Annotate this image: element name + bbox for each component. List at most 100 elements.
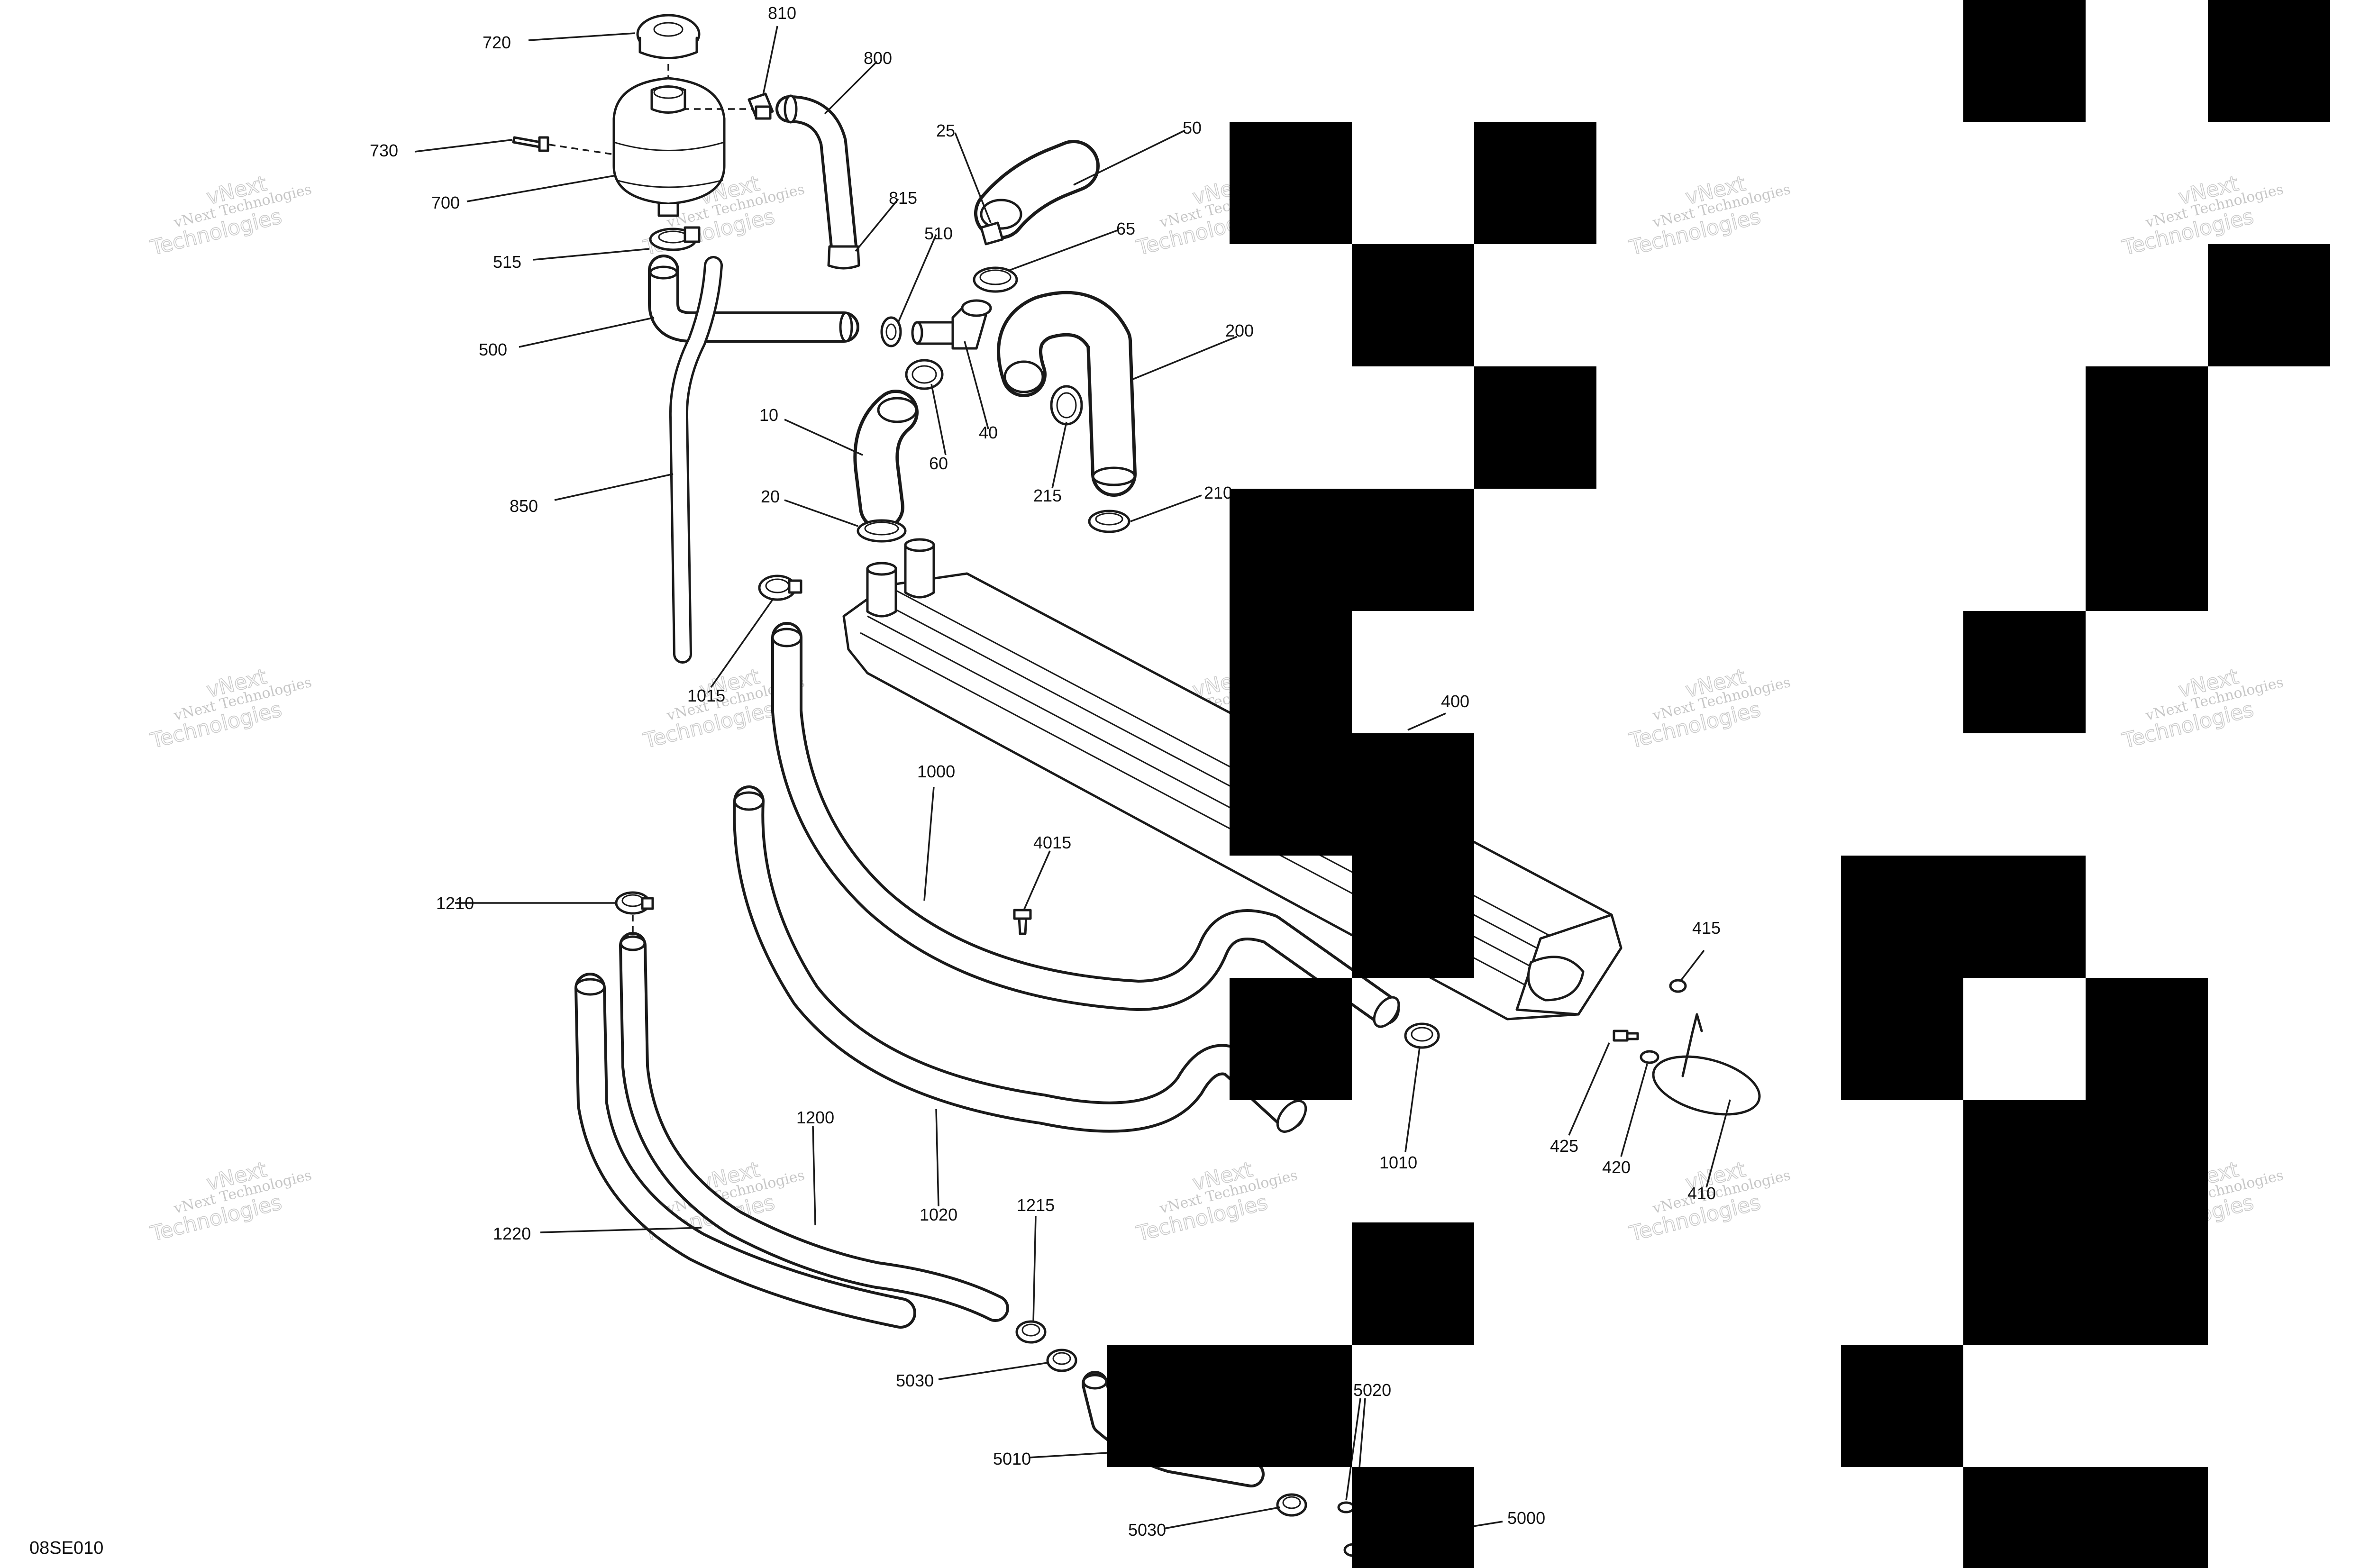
callout-5030-lower: 5030 [1128,1520,1166,1540]
callout-415: 415 [1692,918,1721,938]
redaction-block [1230,611,1352,856]
hose-1000 [771,622,1400,1028]
callout-1020: 1020 [920,1205,957,1224]
hose-clamp-210 [1088,510,1130,533]
callout-510: 510 [924,224,953,243]
callout-40: 40 [979,423,998,442]
callout-1015: 1015 [687,686,725,705]
redaction-block [1963,611,2086,733]
redaction-block [1841,856,2086,978]
callout-850: 850 [510,496,538,516]
callout-1210: 1210 [436,893,474,913]
redaction-block [1352,1222,1474,1345]
callout-815: 815 [889,188,917,208]
callout-20: 20 [761,487,780,506]
callout-5020: 5020 [1353,1380,1391,1400]
callout-210: 210 [1204,483,1232,502]
hose-clamp-1210 [615,891,654,915]
hose-clamp-1015 [758,574,802,601]
callout-215: 215 [1033,486,1062,505]
hose-50 [974,140,1100,239]
hose-clamp-60 [905,359,944,390]
redaction-block [2086,978,2208,1100]
redaction-block [1352,733,1474,856]
leader-lines [414,26,1731,1544]
hose-clamp-510 [880,316,902,347]
redaction-block [1963,1467,2208,1568]
washer-420 [1640,1050,1659,1064]
redaction-block [2208,0,2330,122]
callout-1000: 1000 [917,762,955,781]
hose-clamp-515 [649,226,701,251]
callout-720: 720 [483,33,511,52]
callout-515: 515 [493,252,521,272]
redaction-block [1963,1100,2208,1345]
callout-labels: 720 810 800 730 700 515 815 500 510 850 … [370,3,1721,1540]
coolant-hose-500 [648,255,859,343]
screw-4015 [1013,909,1032,935]
callout-10: 10 [759,405,778,425]
callout-50: 50 [1183,118,1202,137]
redaction-block [2208,244,2330,366]
callout-500: 500 [479,340,507,359]
callout-65: 65 [1116,219,1135,238]
redaction-block [1230,978,1352,1100]
reservoir-cap [636,14,701,59]
redaction-block [1963,0,2086,122]
hose-1220 [574,973,916,1329]
callout-400: 400 [1441,692,1469,711]
strap-410 [1652,1013,1761,1116]
redaction-block [1230,122,1352,244]
redaction-block [1474,122,1596,244]
callout-800: 800 [864,48,892,68]
hose-200 [997,291,1137,497]
redaction-block [1107,1345,1352,1467]
redaction-block [1352,1467,1474,1568]
redaction-block [1474,366,1596,489]
bolt-425 [1613,1030,1639,1042]
redaction-block [1230,489,1474,611]
overflow-tube-850 [669,256,723,664]
callout-200: 200 [1225,321,1254,340]
hose-clamp-20 [857,519,907,543]
redaction-block [1352,856,1474,978]
callout-1010: 1010 [1379,1153,1417,1172]
callout-25: 25 [936,121,955,140]
hose-1020 [733,785,1307,1133]
reservoir-screw [512,136,549,152]
callout-700: 700 [431,193,460,212]
nut-415 [1669,979,1687,993]
callout-1200: 1200 [796,1108,834,1127]
hose-clamp-1215 [1015,1320,1047,1344]
diagram-code: 08SE010 [29,1538,103,1558]
redaction-block [1352,244,1474,366]
callout-60: 60 [929,454,948,473]
tee-fitting-40 [911,299,992,350]
callout-5030-upper: 5030 [896,1371,934,1390]
redaction-block [2086,366,2208,611]
hose-clamp-1010 [1404,1022,1440,1049]
callout-4015: 4015 [1033,833,1071,852]
callout-810: 810 [768,3,796,23]
redaction-block [1841,1345,1963,1467]
callout-410: 410 [1687,1184,1716,1203]
hose-clamp-5030-lower [1276,1493,1307,1517]
hose-1200 [619,932,1009,1322]
callout-5000: 5000 [1507,1508,1545,1528]
hose-clamp-215 [1050,385,1083,426]
hose-clamp-65 [973,266,1018,293]
overflow-hose-800 [775,94,860,270]
callout-1215: 1215 [1017,1195,1055,1215]
hose-10 [853,390,919,530]
callout-730: 730 [370,141,398,160]
callout-1220: 1220 [493,1224,531,1243]
callout-420: 420 [1602,1158,1631,1177]
fitting-810 [747,92,774,120]
callout-5010: 5010 [993,1449,1031,1468]
hose-clamp-5030-upper [1046,1349,1077,1372]
hose-clamp-25 [980,221,1004,246]
redaction-block-pattern [1107,0,2330,1568]
redaction-block [1841,978,1963,1100]
callout-425: 425 [1550,1136,1578,1156]
